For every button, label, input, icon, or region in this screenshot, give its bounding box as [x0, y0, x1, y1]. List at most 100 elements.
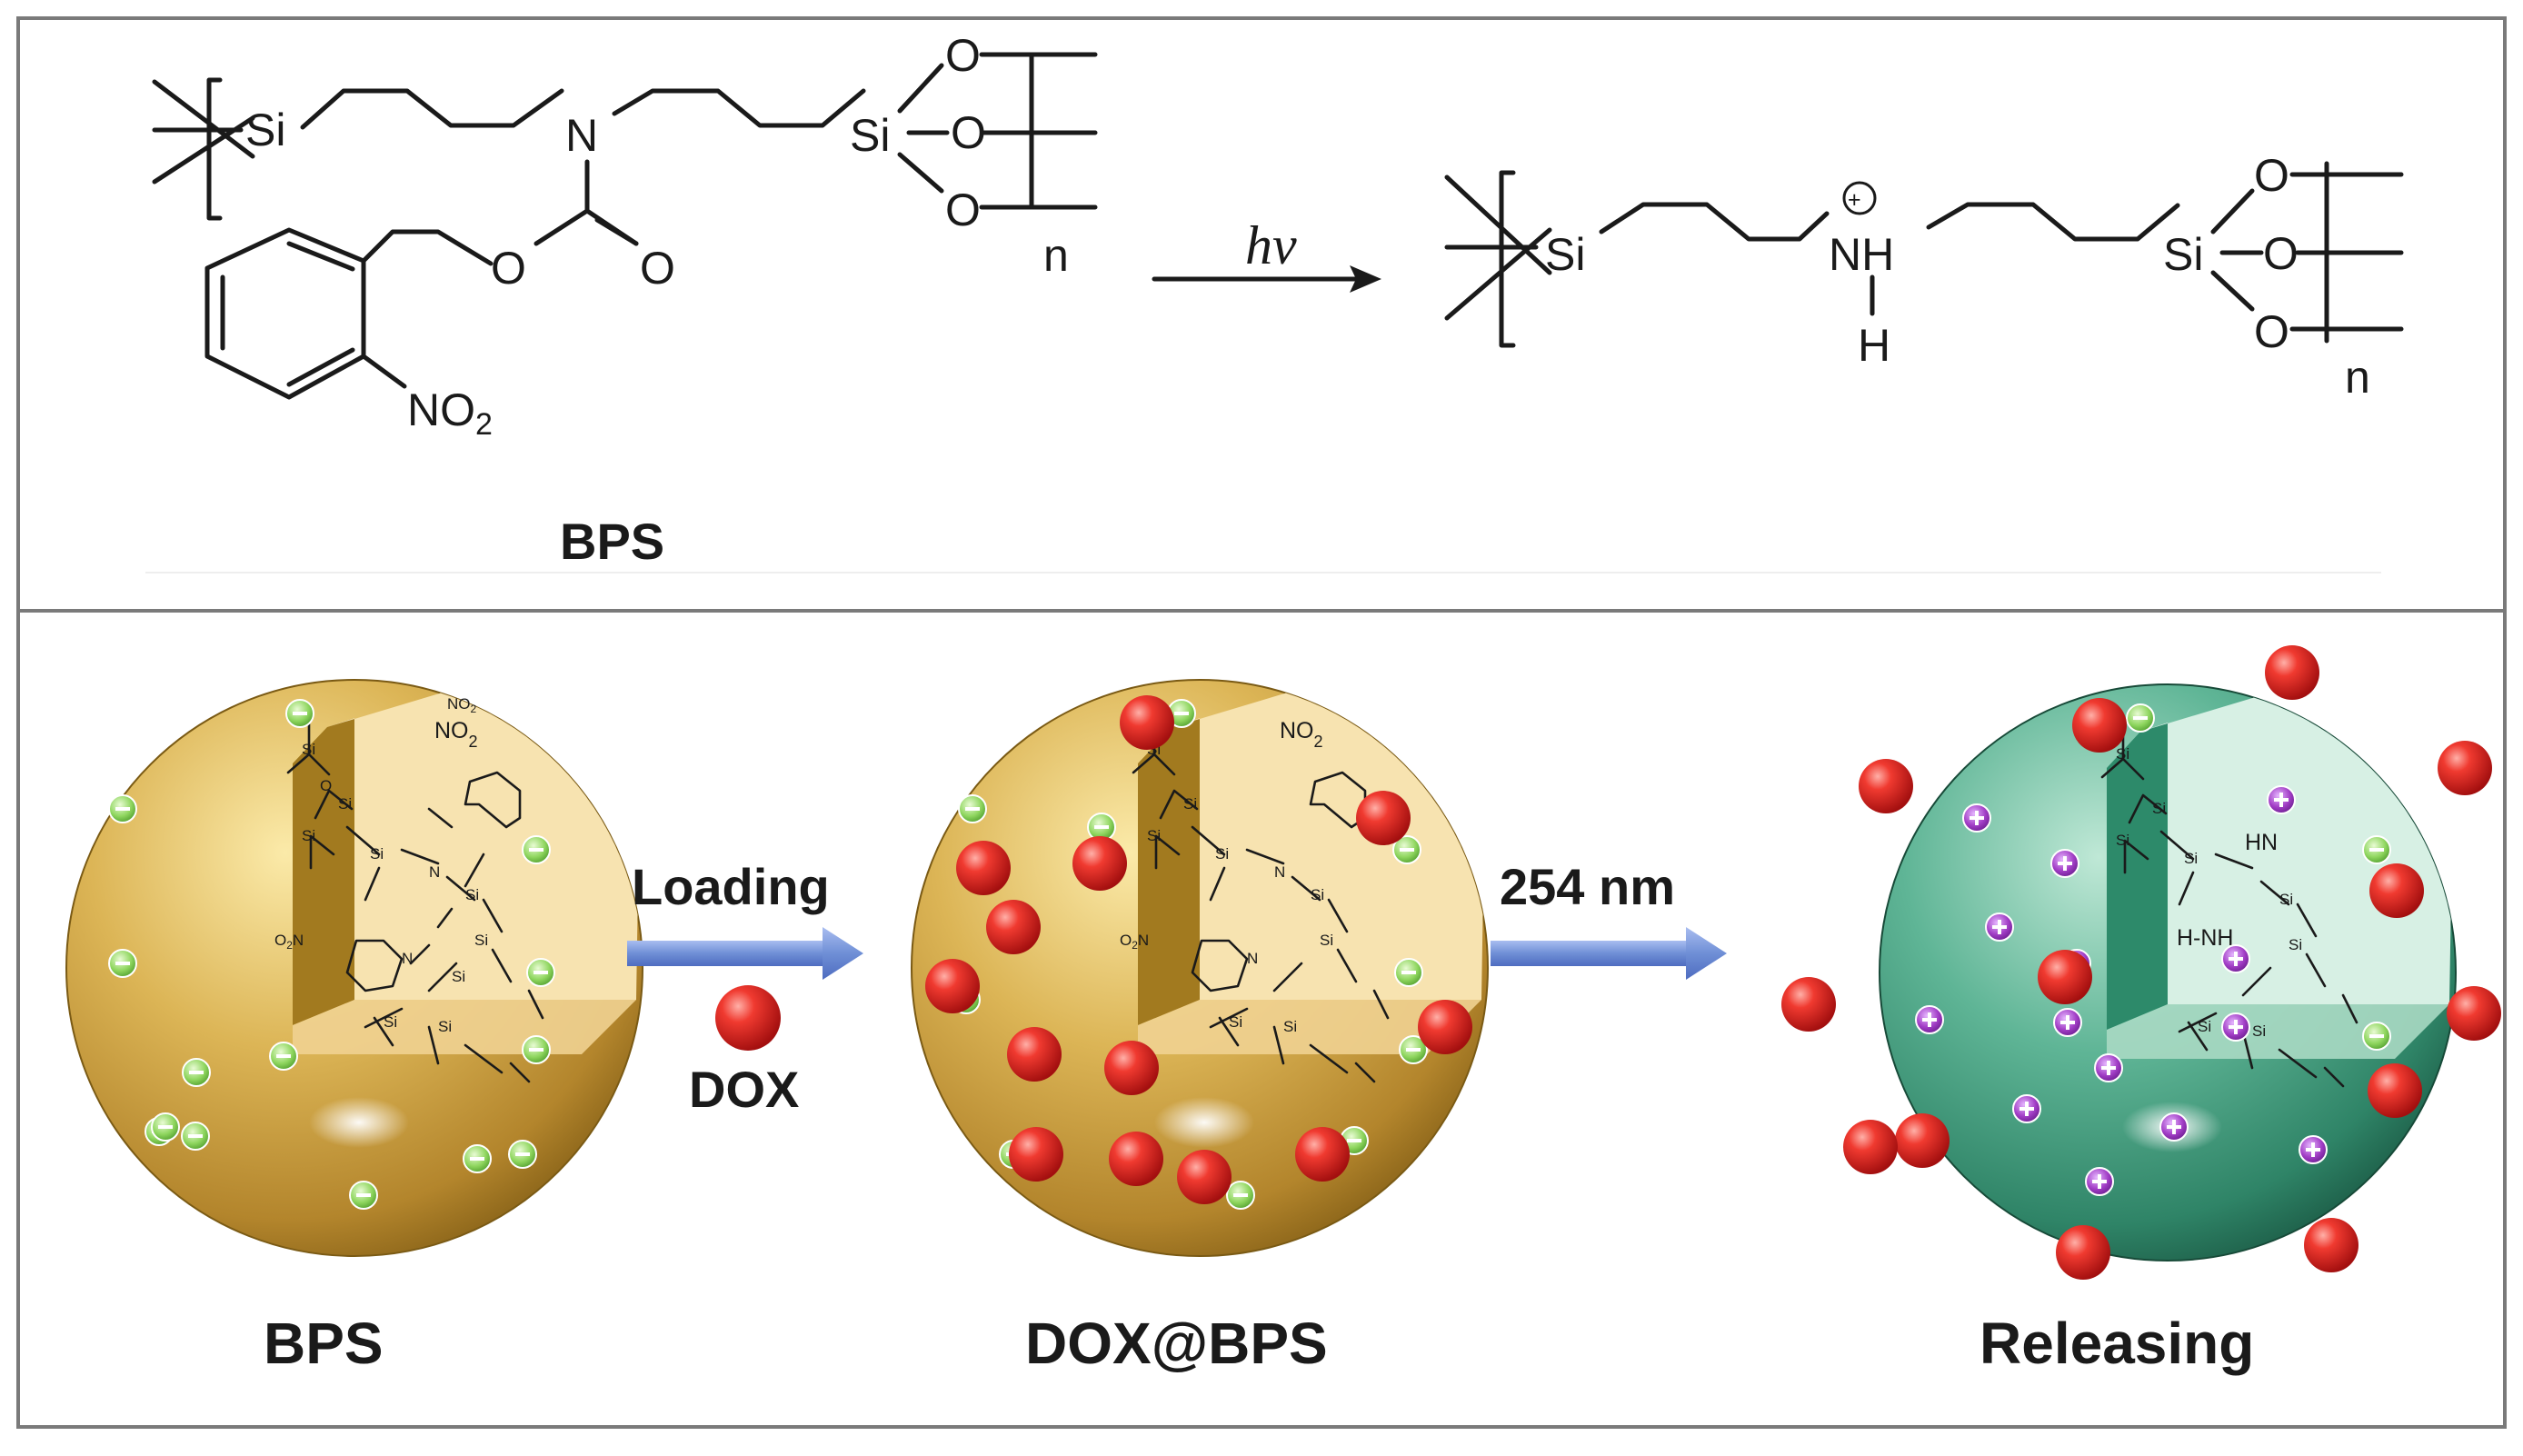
svg-text:Si: Si: [1147, 827, 1161, 844]
negative-charge: [1392, 835, 1421, 864]
releasing-inset-amine-1: HN: [2245, 830, 2278, 855]
reactant-si-right: Si: [850, 110, 890, 161]
dox-particle: [1177, 1150, 1232, 1204]
negative-charge: [1087, 813, 1116, 842]
dox-particle: [1418, 1000, 1472, 1054]
dox-particle: [2447, 986, 2501, 1041]
svg-text:O: O: [320, 777, 332, 794]
positive-charge: [2085, 1167, 2114, 1196]
svg-text:Si: Si: [1215, 845, 1229, 863]
dox-particle: [2368, 1063, 2422, 1118]
dox-particle: [1895, 1113, 1950, 1168]
dox-particle: [2304, 1218, 2358, 1272]
svg-text:N: N: [429, 863, 440, 881]
svg-text:Si: Si: [2198, 1018, 2211, 1035]
svg-text:Si: Si: [1283, 1018, 1297, 1035]
reactant-label: BPS: [560, 513, 664, 570]
svg-text:Si: Si: [2152, 800, 2166, 817]
negative-charge: [526, 958, 555, 987]
negative-charge: [2362, 835, 2391, 864]
dox-particle: [1109, 1132, 1163, 1186]
svg-text:N: N: [402, 950, 413, 967]
product-si-left: Si: [1545, 229, 1585, 280]
svg-text:Si: Si: [302, 827, 315, 844]
svg-text:Si: Si: [2252, 1022, 2266, 1040]
svg-text:Si: Si: [1311, 886, 1324, 903]
reactant-oxygen-3: O: [945, 184, 981, 235]
positive-charge: [2267, 785, 2296, 814]
positive-charge: [2159, 1112, 2189, 1142]
stage-label-releasing: Releasing: [1980, 1311, 2254, 1376]
positive-charge: [2012, 1094, 2041, 1123]
negative-charge: [349, 1181, 378, 1210]
dox-label: DOX: [689, 1061, 799, 1118]
reactant-oxygen-2: O: [951, 107, 986, 158]
svg-text:Si: Si: [438, 1018, 452, 1035]
svg-text:Si: Si: [452, 968, 465, 985]
dox-particle: [2056, 1225, 2110, 1280]
negative-charge: [108, 794, 137, 823]
wavelength-label: 254 nm: [1500, 858, 1675, 915]
svg-text:Si: Si: [2184, 850, 2198, 867]
positive-charge: [2094, 1053, 2123, 1082]
negative-charge: [1394, 958, 1423, 987]
releasing-inset-amine-2: H-NH: [2177, 925, 2234, 951]
dox-particle: [1843, 1120, 1898, 1174]
positive-charge: [2050, 849, 2079, 878]
dox-reagent-particle: [715, 985, 781, 1051]
product-repeat-n: n: [2345, 352, 2370, 403]
bps-inset-structure: Si O Si Si Si N Si Si Si N O2N Si Si NO2: [274, 695, 544, 1083]
product-oxygen-2: O: [2263, 228, 2299, 279]
releasing-nanoparticle: Si Si Si Si Si Si Si Si HN H-NH: [1879, 683, 2457, 1262]
figure-frame: [16, 16, 2507, 1429]
reactant-si-left: Si: [245, 105, 285, 155]
svg-text:Si: Si: [2116, 745, 2129, 763]
dox-particles: [925, 645, 2501, 1280]
reactant-nitrogen: N: [565, 110, 598, 161]
product-oxygen-1: O: [2254, 150, 2289, 201]
reactant-oxygen-1: O: [945, 30, 981, 81]
positive-charge: [2299, 1135, 2328, 1164]
positive-charge: [1915, 1005, 1944, 1034]
reactant-carbamate-o-double: O: [640, 243, 675, 294]
dox-particle: [986, 900, 1041, 954]
dox-particle: [1859, 759, 1913, 813]
svg-text:Si: Si: [1183, 795, 1197, 813]
svg-text:O2N: O2N: [274, 932, 304, 952]
negative-charge: [522, 835, 551, 864]
dox-particle: [1781, 977, 1836, 1032]
reaction-arrow: hv: [1152, 215, 1381, 293]
product-charge: +: [1848, 187, 1861, 213]
dox-particle: [2438, 741, 2492, 795]
arrow-label-hv: hv: [1245, 215, 1297, 275]
negative-charge: [181, 1122, 210, 1151]
product-hydrogen: H: [1858, 320, 1890, 371]
svg-text:Si: Si: [2279, 891, 2293, 908]
product-ammonium: NH: [1829, 229, 1894, 280]
negative-charge: [522, 1035, 551, 1064]
negative-charge: [1399, 1035, 1428, 1064]
negative-charge: [2362, 1022, 2391, 1051]
svg-text:NO2: NO2: [447, 695, 477, 715]
svg-text:Si: Si: [2289, 936, 2302, 953]
stage-label-dox-bps: DOX@BPS: [1025, 1311, 1328, 1376]
dox-particle: [1356, 791, 1411, 845]
svg-text:Si: Si: [1320, 932, 1333, 949]
irradiation-step: 254 nm: [1491, 858, 1727, 980]
dox-particle: [2369, 863, 2424, 918]
negative-charge: [269, 1042, 298, 1071]
reactant-repeat-n: n: [1043, 230, 1069, 281]
svg-text:N: N: [1274, 863, 1285, 881]
negative-charge: [182, 1058, 211, 1087]
negative-charges: [108, 699, 2391, 1210]
dox-particle: [2072, 698, 2127, 753]
dox-particle: [1072, 836, 1127, 891]
loading-label: Loading: [632, 858, 830, 915]
reactant-nitro-group: NO2: [407, 384, 493, 442]
svg-text:Si: Si: [370, 845, 384, 863]
negative-charge: [463, 1144, 492, 1173]
dox-particle: [2265, 645, 2319, 700]
dox-particle: [1120, 695, 1174, 750]
bps-nanoparticle: Si O Si Si Si N Si Si Si N O2N Si Si NO2…: [65, 679, 643, 1257]
product-si-right: Si: [2163, 229, 2203, 280]
